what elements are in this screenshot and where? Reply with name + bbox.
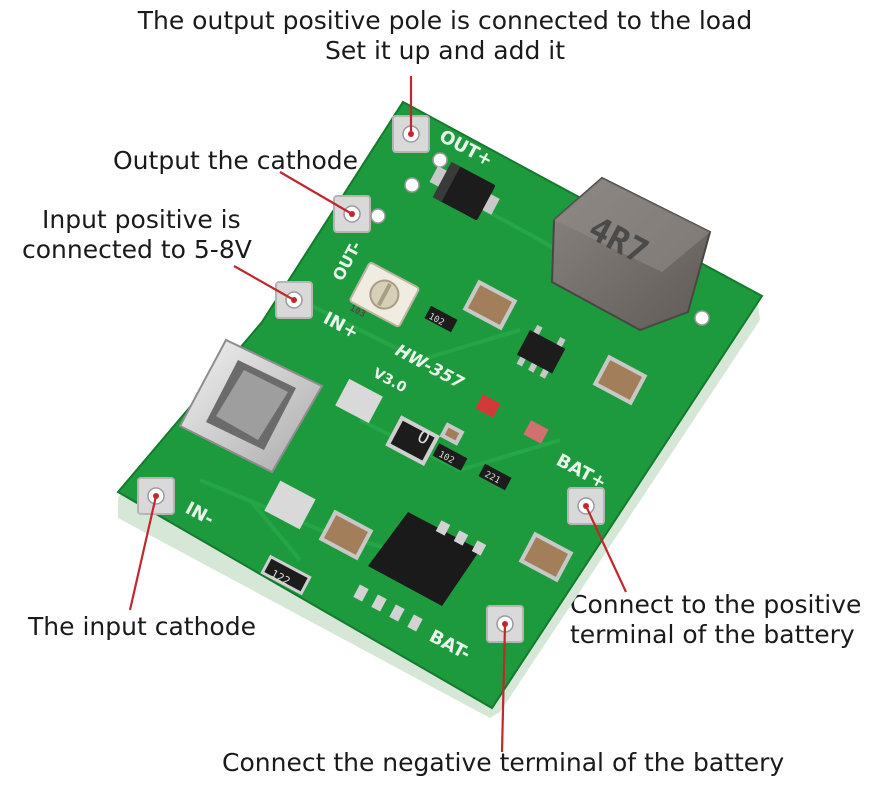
- sop8-charger-ic: [353, 512, 487, 632]
- trimmer-potentiometer: 103: [348, 262, 420, 328]
- capacitor-2: [592, 354, 648, 406]
- status-led-blue: [523, 420, 549, 444]
- battery-positive-callout: Connect to the positive terminal of the …: [570, 590, 861, 650]
- leader-battery-negative: [500, 623, 507, 753]
- output-positive-line-2: Set it up and add it: [324, 36, 566, 65]
- battery-negative-callout: Connect the negative terminal of the bat…: [222, 748, 785, 777]
- battery-positive-line-2: terminal of the battery: [570, 620, 855, 649]
- capacitor-5: [439, 422, 465, 446]
- sot23-ic: [516, 324, 566, 379]
- capacitor-3: [318, 509, 374, 561]
- leader-lines: [128, 76, 627, 753]
- usb-mount-pad-2: [264, 480, 316, 530]
- smd-resistors: [260, 305, 512, 596]
- input-positive-callout: Input positive is connected to 5-8V: [22, 205, 252, 265]
- output-cathode-callout: Output the cathode: [113, 146, 359, 175]
- status-led-red: [475, 394, 501, 418]
- fuse-component: [385, 415, 441, 466]
- capacitor-1: [462, 279, 518, 331]
- leader-input-cathode: [128, 495, 158, 611]
- input-positive-line-1: Input positive is: [42, 205, 241, 234]
- schottky-diode: [429, 161, 500, 220]
- battery-positive-line-1: Connect to the positive: [570, 590, 862, 619]
- leader-output-cathode: [279, 171, 353, 215]
- output-positive-line-1: The output positive pole is connected to…: [137, 6, 753, 35]
- input-positive-line-2: connected to 5-8V: [22, 235, 252, 264]
- usb-mount-pad-1: [335, 378, 383, 424]
- smd-capacitors: [318, 279, 648, 583]
- micro-usb-connector: [178, 338, 324, 474]
- capacitor-4: [518, 531, 574, 583]
- leader-battery-positive: [585, 505, 627, 593]
- power-inductor: 4R7: [550, 176, 712, 332]
- input-cathode-callout: The input cathode: [28, 612, 256, 641]
- leader-input-positive: [233, 265, 295, 301]
- output-positive-callout: The output positive pole is connected to…: [90, 6, 800, 66]
